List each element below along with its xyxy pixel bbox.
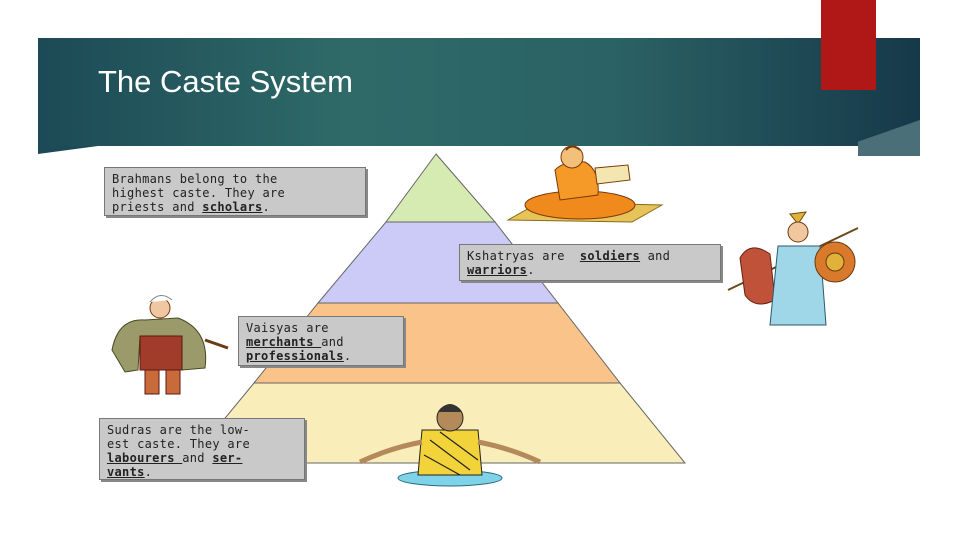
brahmans-line-1: Brahmans belong to the bbox=[112, 172, 278, 186]
brahmans-line-3-text: priests and bbox=[112, 200, 203, 214]
sudras-line-4-end: . bbox=[144, 465, 153, 479]
label-vaisyas: Vaisyas are merchants and professionals. bbox=[238, 316, 404, 366]
kshatryas-line-1-text: Kshatryas are bbox=[467, 249, 580, 263]
banner-corner-left bbox=[38, 146, 98, 154]
vaisyas-line-2-end: and bbox=[321, 335, 344, 349]
sudras-line-3-and: and bbox=[182, 451, 213, 465]
sudras-keyword-labourers: labourers bbox=[107, 451, 183, 465]
kshatryas-keyword-soldiers: soldiers bbox=[579, 249, 641, 263]
brahmans-line-3-end: . bbox=[262, 200, 271, 214]
priest-illustration bbox=[506, 145, 664, 223]
brahmans-keyword-scholars: scholars bbox=[202, 200, 263, 214]
red-accent-bar bbox=[821, 0, 876, 90]
vaisyas-line-1: Vaisyas are bbox=[246, 321, 329, 335]
vaisyas-keyword-merchants: merchants bbox=[246, 335, 322, 349]
label-sudras: Sudras are the low- est caste. They are … bbox=[99, 418, 305, 480]
title-banner bbox=[38, 38, 920, 146]
sudras-line-1: Sudras are the low- bbox=[107, 423, 250, 437]
brahmans-line-2: highest caste. They are bbox=[112, 186, 286, 200]
warrior-illustration bbox=[727, 211, 859, 326]
sudras-keyword-servants-part1: ser- bbox=[212, 451, 243, 465]
sudras-line-2: est caste. They are bbox=[107, 437, 250, 451]
vaisyas-line-3-end: . bbox=[343, 349, 352, 363]
slide-title: The Caste System bbox=[98, 64, 353, 99]
kshatryas-keyword-warriors: warriors bbox=[467, 263, 528, 277]
sudras-keyword-servants-part2: vants bbox=[107, 465, 145, 479]
label-brahmans: Brahmans belong to the highest caste. Th… bbox=[104, 167, 366, 216]
kshatryas-line-2-end: . bbox=[527, 263, 535, 277]
vaisyas-keyword-professionals: professionals bbox=[246, 349, 344, 363]
merchant-illustration bbox=[111, 295, 229, 395]
label-kshatryas: Kshatryas are soldiers and warriors. bbox=[459, 244, 721, 281]
tier-brahmans bbox=[385, 153, 497, 223]
kshatryas-line-1-end: and bbox=[640, 249, 671, 263]
servant-illustration bbox=[358, 404, 542, 487]
